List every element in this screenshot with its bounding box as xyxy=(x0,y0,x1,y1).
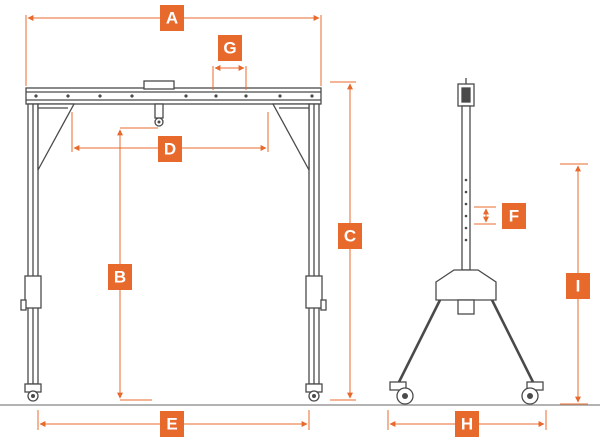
label-f: F xyxy=(509,207,519,226)
side-view xyxy=(389,78,544,405)
label-badge-i: I xyxy=(566,273,590,299)
label-a: A xyxy=(166,9,178,28)
trolley xyxy=(143,80,175,127)
label-e: E xyxy=(166,415,177,434)
label-badge-c: C xyxy=(338,223,362,249)
front-view xyxy=(20,80,327,402)
label-badge-g: G xyxy=(218,35,242,61)
left-leg xyxy=(20,103,76,402)
label-badge-e: E xyxy=(160,411,184,437)
label-badge-d: D xyxy=(158,136,182,162)
label-c: C xyxy=(344,227,356,246)
label-i: I xyxy=(576,277,581,296)
label-g: G xyxy=(223,39,236,58)
label-badge-h: H xyxy=(455,411,479,437)
label-d: D xyxy=(164,140,176,159)
label-badge-a: A xyxy=(160,5,184,31)
label-badge-f: F xyxy=(502,203,526,229)
side-base-plate xyxy=(435,269,497,301)
left-caster xyxy=(389,381,414,405)
i-beam xyxy=(25,87,322,105)
beam-holes xyxy=(34,94,314,98)
dimension-lines xyxy=(25,15,588,430)
side-upright xyxy=(461,105,471,271)
right-leg xyxy=(271,103,327,402)
label-badge-b: B xyxy=(108,264,132,290)
right-caster xyxy=(521,381,544,405)
label-h: H xyxy=(461,415,473,434)
label-b: B xyxy=(114,268,126,287)
